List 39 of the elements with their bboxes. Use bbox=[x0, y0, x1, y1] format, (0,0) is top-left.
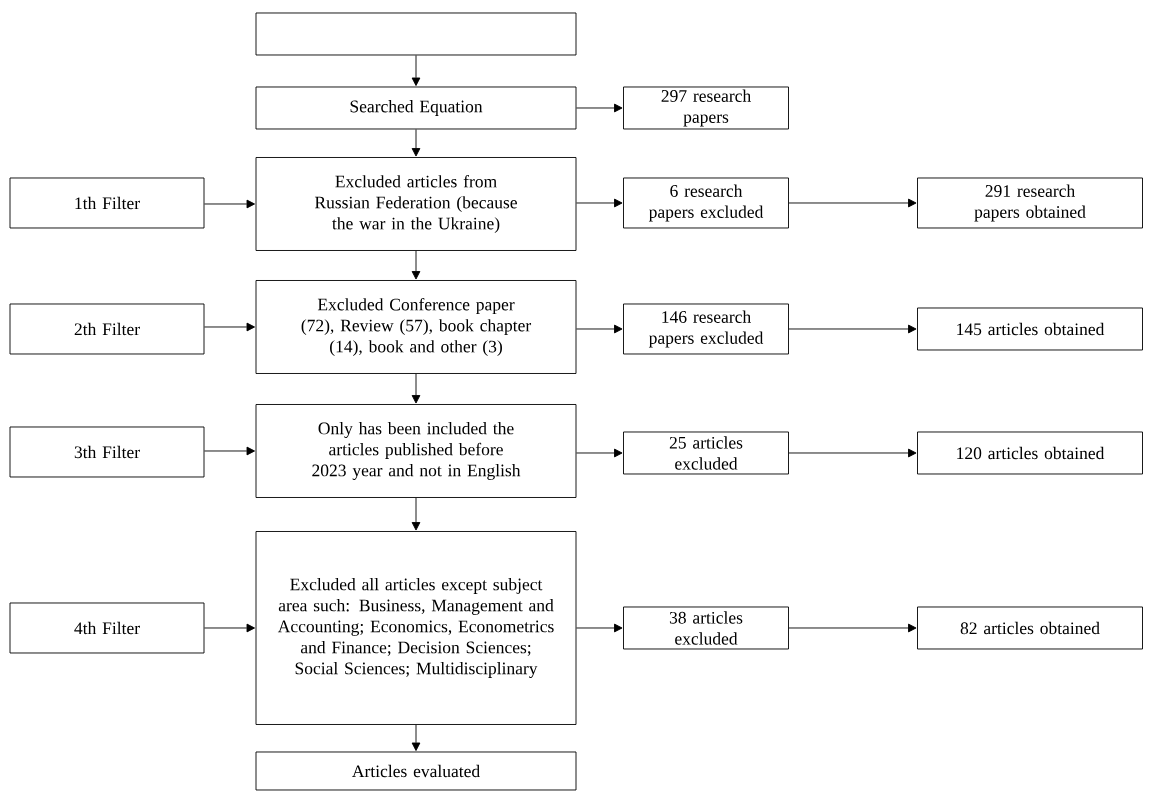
arrow bbox=[411, 724, 421, 751]
process-box: 145 articles obtained bbox=[917, 307, 1143, 351]
arrow bbox=[576, 324, 623, 334]
process-box: 4th Filter bbox=[9, 602, 205, 654]
arrow bbox=[411, 250, 421, 280]
arrow bbox=[788, 198, 917, 208]
empty-box bbox=[255, 12, 577, 56]
process-box: 2th Filter bbox=[9, 303, 205, 355]
arrow bbox=[576, 103, 623, 113]
arrow bbox=[411, 129, 421, 157]
process-box: Excluded all articles except subject area such: Business, Management and Accounting; Economics, Econometrics and Finance; Decision Sciences; Social Sciences; Multidisciplinary bbox=[255, 531, 577, 725]
process-box: 291 research papers obtained bbox=[917, 177, 1143, 229]
arrow bbox=[788, 623, 917, 633]
process-box: 38 articles excluded bbox=[623, 606, 789, 650]
process-box: Searched Equation bbox=[255, 86, 577, 130]
process-box: 120 articles obtained bbox=[917, 431, 1143, 475]
process-box: 1th Filter bbox=[9, 177, 205, 229]
process-box: Excluded Conference paper (72), Review (57), book chapter (14), book and other (3) bbox=[255, 280, 577, 374]
process-box: 146 research papers excluded bbox=[623, 303, 789, 355]
process-box: 25 articles excluded bbox=[623, 431, 789, 475]
process-box: 297 research papers bbox=[623, 86, 789, 130]
arrow bbox=[576, 623, 623, 633]
process-box: 6 research papers excluded bbox=[623, 177, 789, 229]
arrow bbox=[204, 623, 255, 633]
arrow bbox=[411, 55, 421, 86]
arrow bbox=[788, 324, 917, 334]
arrow bbox=[204, 322, 255, 332]
arrow bbox=[411, 373, 421, 404]
process-box: 3th Filter bbox=[9, 426, 205, 478]
arrow bbox=[204, 199, 255, 209]
arrow bbox=[788, 448, 917, 458]
arrow bbox=[411, 497, 421, 531]
arrow bbox=[576, 448, 623, 458]
process-box: Excluded articles from Russian Federation (because the war in the Ukraine) bbox=[255, 157, 577, 251]
process-box: 82 articles obtained bbox=[917, 606, 1143, 650]
process-box: Only has been included the articles published before 2023 year and not in English bbox=[255, 404, 577, 498]
process-box: Articles evaluated bbox=[255, 751, 577, 791]
arrow bbox=[576, 198, 623, 208]
arrow bbox=[204, 446, 255, 456]
